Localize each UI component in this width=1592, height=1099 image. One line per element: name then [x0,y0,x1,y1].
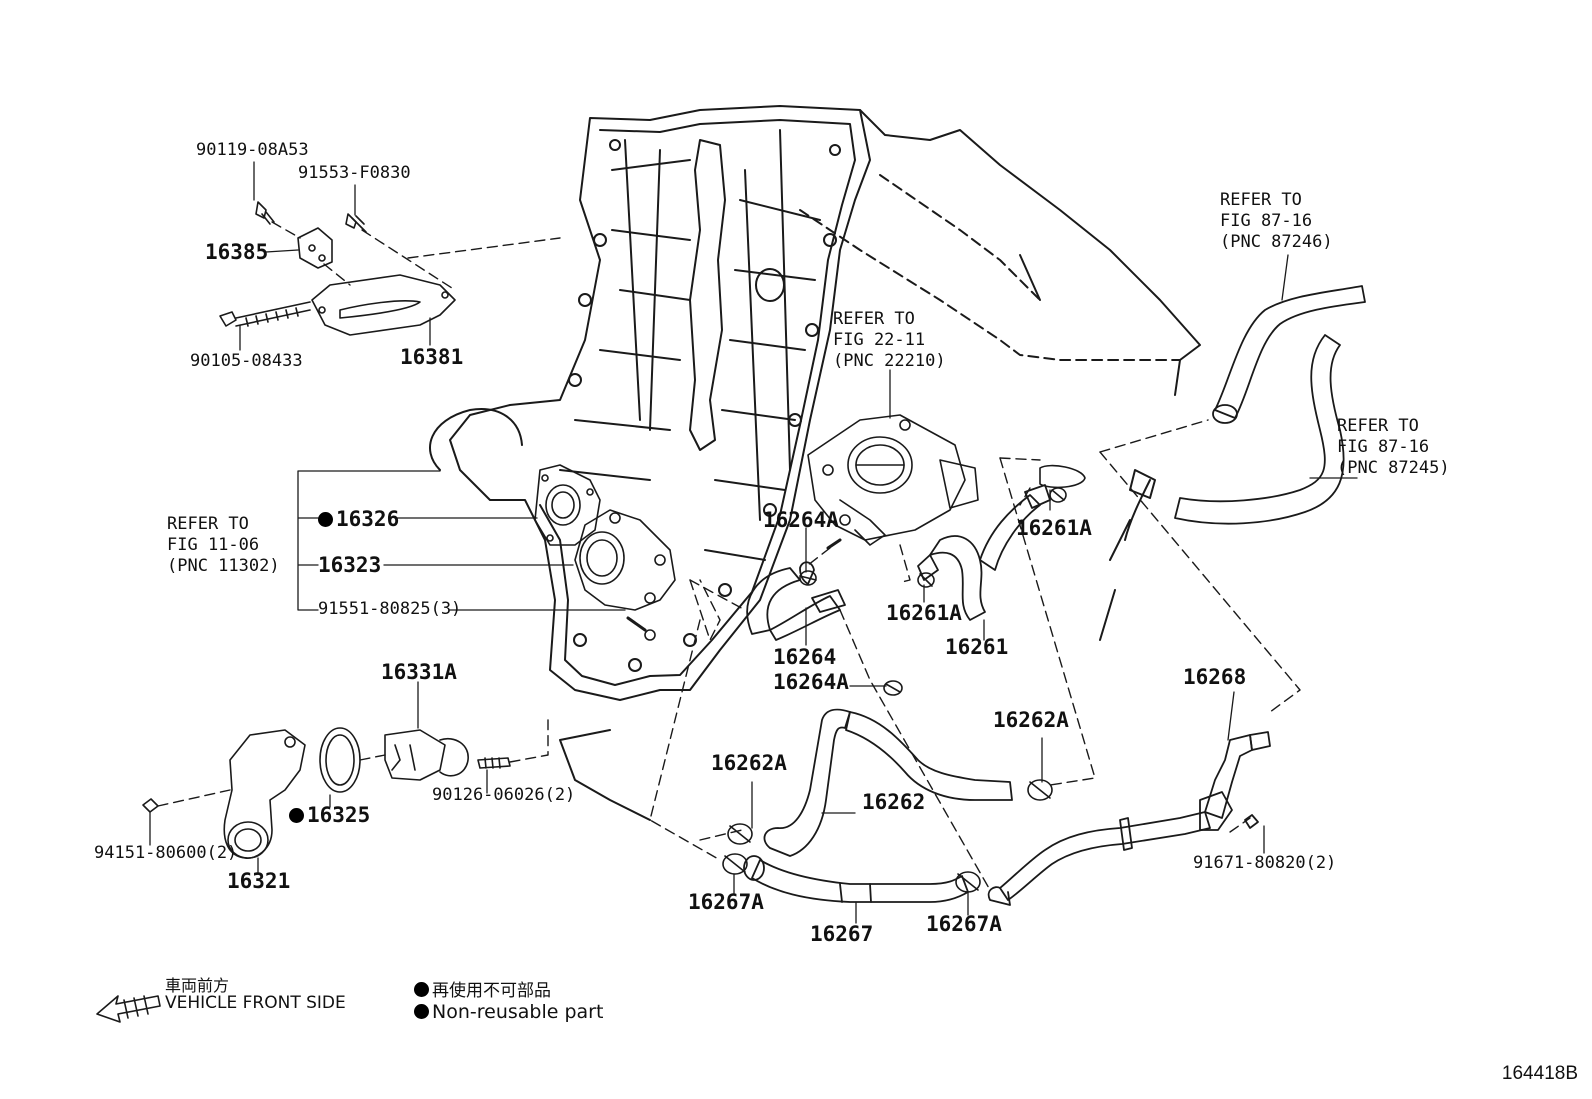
label-clamp-16261a-lower[interactable]: 16261A [886,601,962,625]
legend-nonreuse-jp: 再使用不可部品 [414,976,551,1001]
non-reusable-dot-icon [414,982,429,997]
engine-cover-outline [429,105,1201,821]
label-bolt-91671-80820[interactable]: 91671-80820(2) [1193,853,1337,873]
label-clamp-16262a-left[interactable]: 16262A [711,751,787,775]
pipe-16268-drawing [987,731,1271,906]
label-gasket-16325[interactable]: 16325 [289,805,370,826]
non-reusable-dot-icon [414,1004,429,1019]
refer-fig-87-16-top[interactable]: REFER TO FIG 87-16 (PNC 87246) [1220,190,1333,252]
label-bolt-91553-f0830[interactable]: 91553-F0830 [298,163,411,183]
hose-16261-drawing [917,484,1051,621]
label-hose-16267[interactable]: 16267 [810,922,874,946]
label-bolt-91551-80825[interactable]: 91551-80825(3) [318,599,462,619]
label-clamp-16267a-right[interactable]: 16267A [926,912,1002,936]
label-clamp-16264a-lower[interactable]: 16264A [773,670,849,694]
hose-16262-drawing [763,708,1013,857]
legend-front-en: VEHICLE FRONT SIDE [165,993,346,1013]
label-hose-16264[interactable]: 16264 [773,645,837,669]
label-clamp-16264a-upper[interactable]: 16264A [763,508,839,532]
bracket-group-drawing [219,201,456,336]
legend-front-jp: 車両前方 [165,976,230,995]
refer-fig-22-11[interactable]: REFER TO FIG 22-11 (PNC 22210) [833,309,946,371]
hose-87246-drawing [1212,285,1366,424]
label-bolt-90119-08a53[interactable]: 90119-08A53 [196,140,309,160]
throttle-body-drawing [807,414,979,550]
label-clamp-16267a-left[interactable]: 16267A [688,890,764,914]
hose-87245-drawing [1174,334,1345,525]
label-hose-16262[interactable]: 16262 [862,790,926,814]
label-thermostat-16331a[interactable]: 16331A [381,660,457,684]
water-inlet-housing-drawing [534,464,676,641]
label-hose-16261[interactable]: 16261 [945,635,1009,659]
non-reusable-dot-icon [289,808,304,823]
hose-16264-drawing [746,561,846,641]
label-clamp-16261a-upper[interactable]: 16261A [1016,516,1092,540]
label-water-inlet-16321[interactable]: 16321 [227,869,291,893]
label-housing-16323[interactable]: 16323 [318,553,382,577]
label-nut-94151-80600[interactable]: 94151-80600(2) [94,843,238,863]
figure-number: 164418B [1501,1063,1578,1084]
refer-fig-11-06[interactable]: REFER TO FIG 11-06 (PNC 11302) [167,514,280,576]
label-pipe-16268[interactable]: 16268 [1183,665,1247,689]
label-stud-90126-06026[interactable]: 90126-06026(2) [432,785,576,805]
hose-16267-drawing [743,855,969,903]
thermostat-group-drawing [142,727,511,859]
label-gasket-16326[interactable]: 16326 [318,509,399,530]
front-arrow-icon [96,995,161,1023]
leader-lines [149,161,1358,924]
label-bracket-16381[interactable]: 16381 [400,345,464,369]
refer-fig-87-16-right[interactable]: REFER TO FIG 87-16 (PNC 87245) [1337,416,1450,478]
label-bracket-16385[interactable]: 16385 [205,240,269,264]
non-reusable-dot-icon [318,512,333,527]
label-clamp-16262a-right[interactable]: 16262A [993,708,1069,732]
label-bolt-90105-08433[interactable]: 90105-08433 [190,351,303,371]
dashed-reference-lines [157,221,1301,891]
legend-nonreuse-en: Non-reusable part [414,1001,603,1023]
